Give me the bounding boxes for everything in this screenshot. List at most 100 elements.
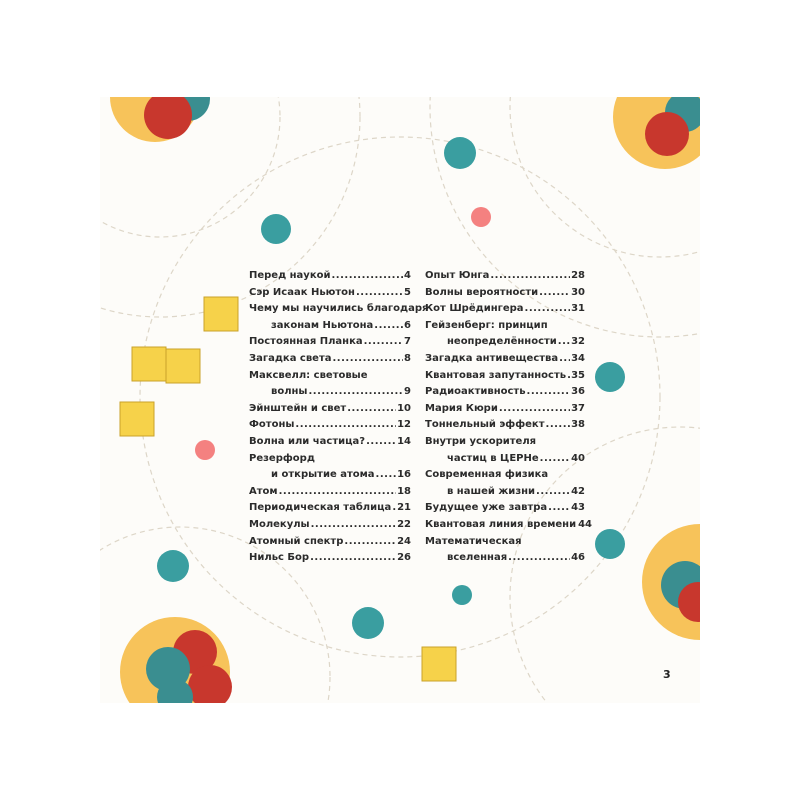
- leader-dots: [332, 268, 404, 285]
- toc-entry-title: Современная физика: [425, 469, 549, 481]
- toc-entry-title: Радиоактивность: [425, 386, 526, 398]
- leader-dots: [311, 517, 396, 534]
- toc-entry-page: 9: [404, 386, 411, 398]
- toc-entry-page: 4: [404, 270, 411, 281]
- leader-dots: [490, 268, 570, 285]
- toc-entry[interactable]: Фотоны 12: [249, 417, 411, 434]
- toc-entry-title: Внутри ускорителя: [425, 435, 537, 447]
- toc-entry-page: 18: [397, 485, 411, 497]
- toc-entry-page: 44: [578, 518, 593, 530]
- planet-top-left: [110, 97, 210, 142]
- toc-entry[interactable]: Тоннельный эффект38: [425, 417, 585, 434]
- leader-dots: [527, 384, 571, 401]
- leader-dots: [364, 334, 403, 351]
- toc-entry-page: 35: [571, 369, 585, 381]
- toc-entry[interactable]: Эйнштейн и свет 10: [249, 401, 411, 418]
- toc-entry-title: Резерфорд: [249, 452, 315, 464]
- toc-entry-title: Кот Шрёдингера: [425, 303, 524, 315]
- toc-entry[interactable]: Волна или частица?14: [249, 434, 411, 451]
- toc-entry[interactable]: Будущее уже завтра 43: [425, 500, 585, 517]
- toc-entry-page: 12: [397, 419, 411, 431]
- toc-entry[interactable]: Волны вероятности30: [425, 285, 585, 302]
- toc-entry-page: 24: [397, 535, 411, 547]
- toc-entry[interactable]: Загадка света8: [249, 351, 411, 368]
- page-number: 3: [663, 668, 671, 681]
- leader-dots: [356, 285, 403, 302]
- toc-entry-page: 7: [404, 336, 411, 348]
- toc-entry-title: Загадка света: [249, 352, 332, 364]
- toc-entry-title: Постоянная Планка: [249, 336, 363, 348]
- toc-entry-page: 42: [571, 485, 585, 497]
- toc-entry-title: Перед наукой: [249, 270, 331, 281]
- toc-entry-page: 26: [397, 552, 411, 564]
- toc-entry-page: 22: [397, 518, 411, 530]
- leader-dots: [279, 484, 396, 501]
- toc-entry-page: 16: [397, 469, 411, 481]
- leader-dots: [536, 484, 570, 501]
- leader-dots: [310, 550, 396, 567]
- toc-entry-page: 14: [397, 435, 411, 447]
- toc-entry-title: Молекулы: [249, 518, 310, 530]
- toc-entry[interactable]: Опыт Юнга28: [425, 268, 585, 285]
- toc-entry-page: 10: [397, 402, 411, 414]
- toc-entry[interactable]: Атомный спектр24: [249, 534, 411, 551]
- toc-entry-title-cont: волны: [271, 386, 308, 398]
- toc-entry-title: Гейзенберг: принцип: [425, 319, 548, 331]
- toc-entry[interactable]: Резерфорд и открытие атома 16: [249, 451, 411, 484]
- leader-dots: [295, 417, 396, 434]
- leader-dots: [344, 534, 396, 551]
- leader-dots: [499, 401, 570, 418]
- yellow-cubes: [119, 296, 457, 682]
- toc-entry-page: 43: [571, 502, 585, 514]
- toc-entry-page: 46: [571, 552, 585, 564]
- toc-entry-title-cont: неопределённости: [447, 336, 557, 348]
- leader-dots: [539, 285, 570, 302]
- leader-dots: [333, 351, 404, 368]
- toc-entry[interactable]: Кот Шрёдингера 31: [425, 301, 585, 318]
- toc-entry[interactable]: Перед наукой 4: [249, 268, 411, 285]
- toc-entry-page: 6: [404, 319, 411, 331]
- toc-entry-page: 5: [404, 286, 411, 298]
- toc-entry[interactable]: Мария Кюри37: [425, 401, 585, 418]
- toc-entry-title: Эйнштейн и свет: [249, 402, 347, 414]
- planet-top-right: [613, 97, 700, 169]
- toc-entry[interactable]: Постоянная Планка 7: [249, 334, 411, 351]
- toc-entry[interactable]: Нильс Бор 26: [249, 550, 411, 567]
- toc-entry-title-cont: частиц в ЦЕРНе: [447, 452, 539, 464]
- leader-dots: [567, 368, 570, 385]
- toc-entry-title: Нильс Бор: [249, 552, 310, 564]
- toc-entry-title-cont: и открытие атома: [271, 469, 375, 481]
- toc-entry-page: 21: [397, 502, 411, 514]
- toc-entry[interactable]: Квантовая запутанность35: [425, 368, 585, 385]
- toc-entry-title-cont: вселенная: [447, 552, 508, 564]
- toc-entry-page: 32: [571, 336, 585, 348]
- toc-entry-title: Тоннельный эффект: [425, 419, 545, 431]
- toc-entry[interactable]: Загадка антивещества34: [425, 351, 585, 368]
- toc-entry-title: Периодическая таблица: [249, 502, 392, 514]
- toc-entry[interactable]: Радиоактивность 36: [425, 384, 585, 401]
- toc-entry[interactable]: Максвелл: световыеволны9: [249, 368, 411, 401]
- toc-entry-title: Будущее уже завтра: [425, 502, 548, 514]
- toc-entry-title: Фотоны: [249, 419, 295, 431]
- toc-entry[interactable]: Математическаявселенная46: [425, 534, 585, 567]
- toc-entry[interactable]: Периодическая таблица 21: [249, 500, 411, 517]
- toc-entry[interactable]: Атом 18: [249, 484, 411, 501]
- toc-right-column: Опыт Юнга28Волны вероятности30Кот Шрёдин…: [425, 268, 592, 567]
- red-particles: [195, 207, 491, 460]
- toc-entry[interactable]: Сэр Исаак Ньютон5: [249, 285, 411, 302]
- toc-entry[interactable]: Гейзенберг: принцип неопределённости 32: [425, 318, 585, 351]
- leader-dots: [559, 351, 570, 368]
- toc-entry-title: Мария Кюри: [425, 402, 498, 414]
- toc-entry-page: 36: [571, 386, 585, 398]
- toc-entry-title: Атом: [249, 485, 278, 497]
- toc-entry-page: 30: [571, 286, 585, 298]
- planet-right: [642, 524, 700, 640]
- toc-entry[interactable]: Молекулы 22: [249, 517, 411, 534]
- toc-entry-page: 31: [571, 303, 585, 315]
